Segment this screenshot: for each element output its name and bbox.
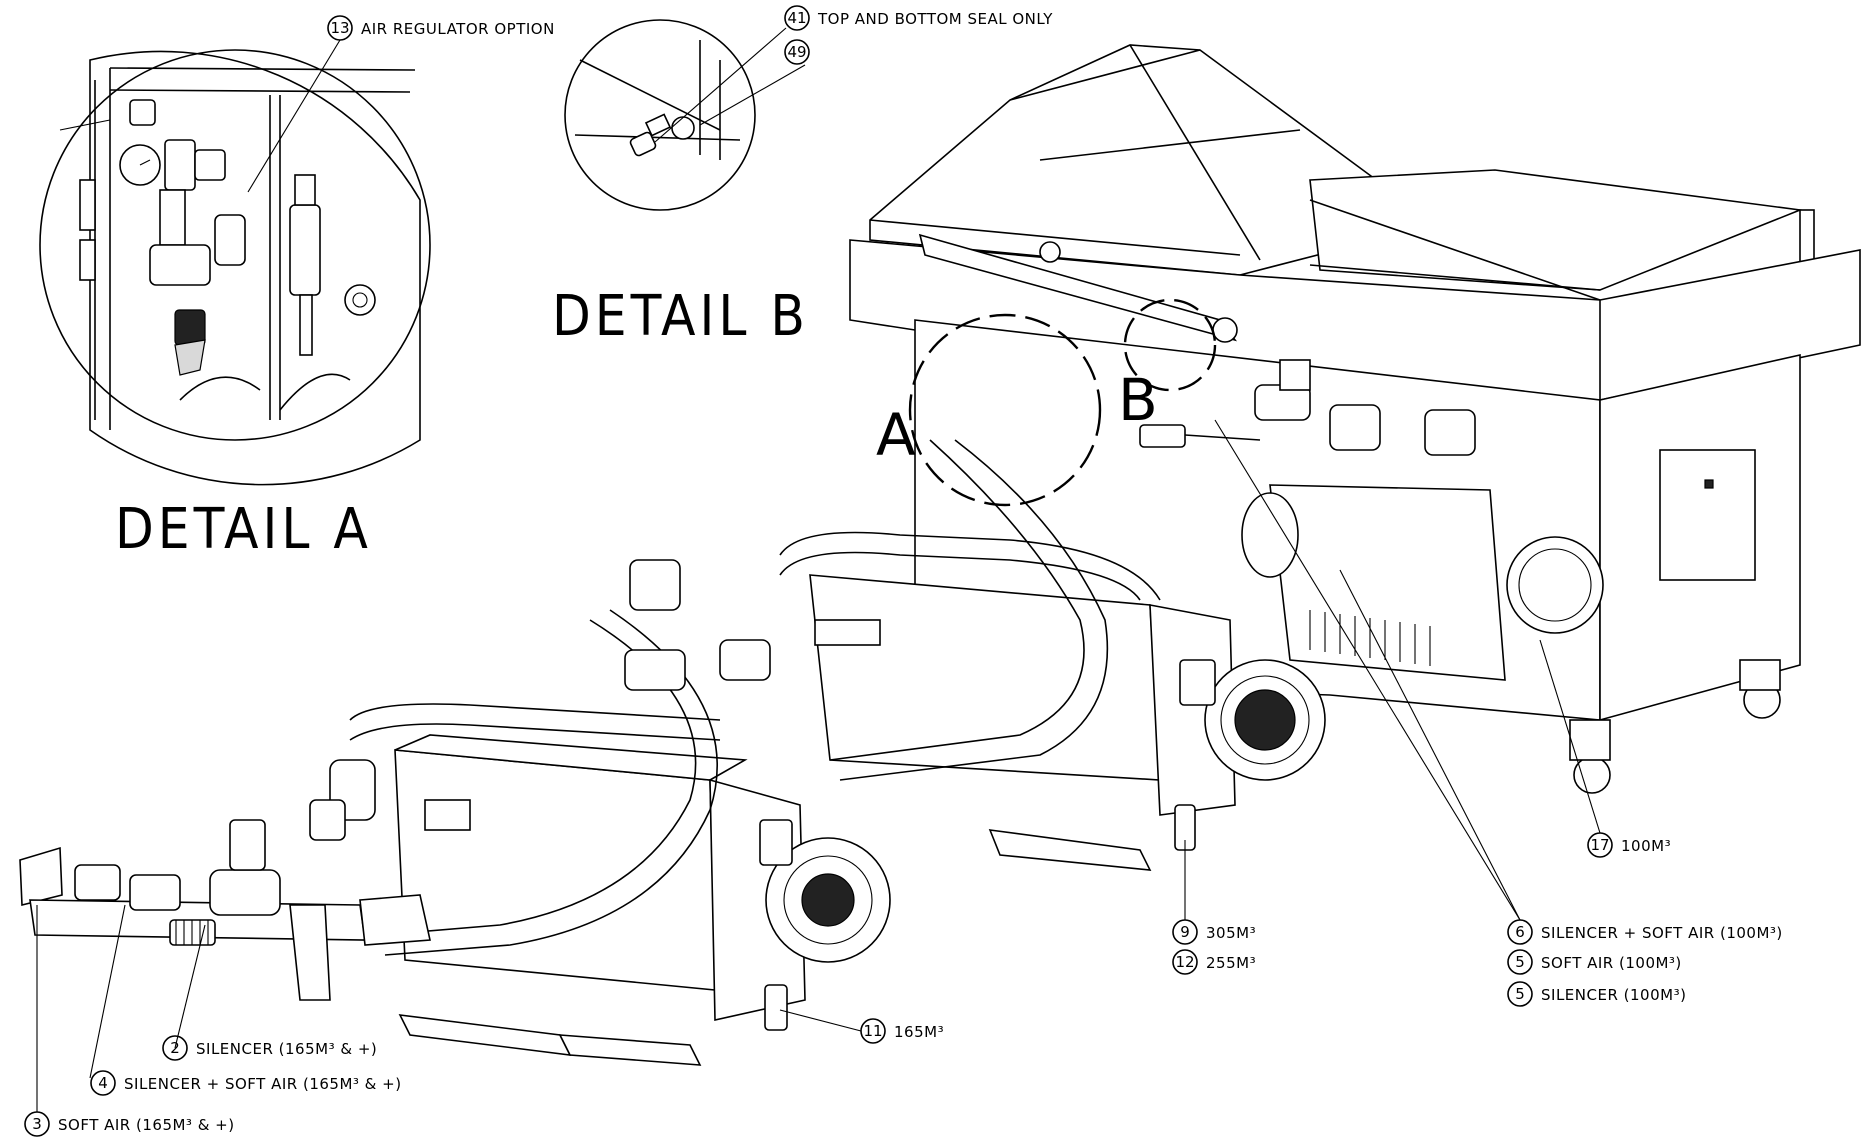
- callout-text: SILENCER + SOFT AIR (165M³ & +): [124, 1075, 402, 1093]
- callout-text: SILENCER (165M³ & +): [196, 1040, 377, 1058]
- callout-number: 3: [32, 1115, 42, 1133]
- callout-text: 305M³: [1206, 924, 1256, 942]
- callout-4: 4 SILENCER + SOFT AIR (165M³ & +): [90, 1070, 402, 1096]
- callout-5-soft-air: 5 SOFT AIR (100M³): [1507, 949, 1682, 975]
- callout-17: 17 100M³: [1587, 832, 1671, 858]
- callout-text: 100M³: [1621, 837, 1671, 855]
- callout-number: 11: [863, 1022, 882, 1040]
- callout-text: SOFT AIR (165M³ & +): [58, 1116, 235, 1134]
- callout-number: 5: [1515, 985, 1525, 1003]
- inlet-manifold: [19, 819, 431, 1001]
- callout-number: 4: [98, 1074, 108, 1092]
- callout-5-silencer: 5 SILENCER (100M³): [1507, 981, 1686, 1007]
- callout-number: 6: [1515, 923, 1525, 941]
- callout-number: 9: [1180, 923, 1190, 941]
- callout-number: 5: [1515, 953, 1525, 971]
- detail-a-title: DETAIL A: [115, 497, 372, 562]
- detail-b-view: [564, 19, 756, 211]
- callout-number: 17: [1590, 836, 1609, 854]
- callout-number: 12: [1175, 953, 1194, 971]
- callout-2: 2 SILENCER (165M³ & +): [162, 1035, 377, 1061]
- callout-49: 49: [784, 39, 810, 65]
- detail-a-marker: A: [876, 401, 916, 469]
- pump-305-assembly: [779, 439, 1326, 871]
- callout-text: SOFT AIR (100M³): [1541, 954, 1682, 972]
- callout-41: 41 TOP AND BOTTOM SEAL ONLY: [784, 5, 1053, 31]
- callout-11: 11 165M³: [860, 1018, 944, 1044]
- callout-text: SILENCER + SOFT AIR (100M³): [1541, 924, 1783, 942]
- callout-9: 9 305M³: [1172, 919, 1256, 945]
- callout-3: 3 SOFT AIR (165M³ & +): [24, 1111, 235, 1137]
- detail-a-view: [39, 49, 431, 486]
- detail-b-title: DETAIL B: [552, 284, 809, 349]
- callout-text: TOP AND BOTTOM SEAL ONLY: [817, 10, 1053, 28]
- pump-165-assembly: [309, 559, 891, 1066]
- callout-text: 165M³: [894, 1023, 944, 1041]
- callout-text: SILENCER (100M³): [1541, 986, 1686, 1004]
- callout-number: 41: [787, 9, 806, 27]
- callout-12: 12 255M³: [1172, 949, 1256, 975]
- callout-text: AIR REGULATOR OPTION: [361, 20, 555, 38]
- callout-text: 255M³: [1206, 954, 1256, 972]
- callout-number: 2: [170, 1039, 180, 1057]
- callout-number: 13: [330, 19, 349, 37]
- detail-b-marker: B: [1118, 366, 1158, 434]
- callout-13: 13 AIR REGULATOR OPTION: [327, 15, 555, 41]
- callout-6: 6 SILENCER + SOFT AIR (100M³): [1507, 919, 1783, 945]
- callout-number: 49: [787, 43, 806, 61]
- leader-lines: [36, 27, 1601, 1112]
